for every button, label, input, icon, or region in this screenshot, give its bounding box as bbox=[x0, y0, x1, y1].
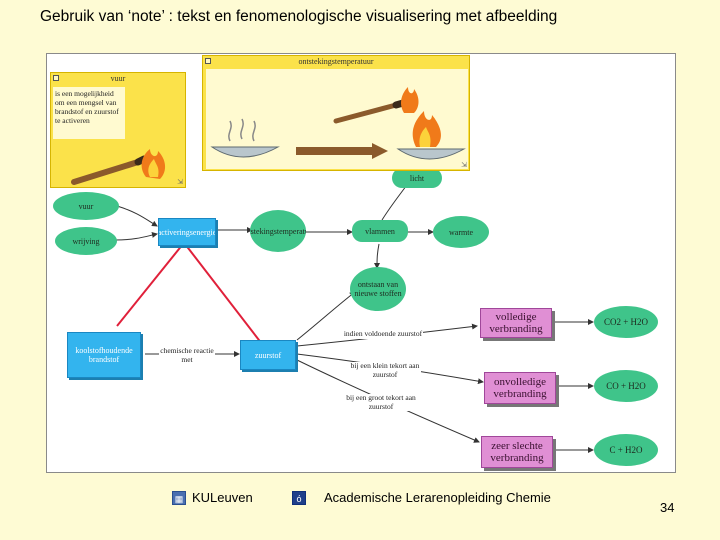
label-groot-tekort: bij een groot tekort aan zuurstof bbox=[343, 393, 419, 411]
link-wrijving-activering bbox=[114, 232, 158, 241]
note-vuur[interactable]: vuur is een mogelijkheid om een mengsel … bbox=[50, 72, 186, 188]
node-ontstekingstemperatuur[interactable]: ontstekingstemperatuur bbox=[250, 210, 306, 252]
node-co2-h2o[interactable]: CO2 + H2O bbox=[594, 306, 658, 338]
link-vlammen-stoffen bbox=[374, 243, 381, 269]
note-vuur-title: vuur bbox=[110, 74, 126, 83]
node-warmte[interactable]: warmte bbox=[433, 216, 489, 248]
node-vlammen[interactable]: vlammen bbox=[352, 220, 408, 242]
footer-university-text: KULeuven bbox=[192, 490, 253, 505]
note-ontstekingstemperatuur[interactable]: ontstekingstemperatuur ⇲ bbox=[202, 55, 470, 171]
note-vuur-text: is een mogelijkheid om een mengsel van b… bbox=[53, 87, 125, 139]
footer-program: ό Academische Lerarenopleiding Chemie bbox=[292, 490, 551, 505]
node-licht[interactable]: licht bbox=[392, 168, 442, 188]
node-c-h2o[interactable]: C + H2O bbox=[594, 434, 658, 466]
footer-university: ▦ KULeuven bbox=[172, 490, 253, 505]
match-flame-illustration bbox=[71, 149, 166, 185]
node-activeringsenergie[interactable]: activeringsenergie bbox=[158, 218, 216, 246]
footer-program-text: Academische Lerarenopleiding Chemie bbox=[324, 490, 551, 505]
link-vuur-activering bbox=[116, 205, 158, 227]
slide-title: Gebruik van ‘note’ : tekst en fenomenolo… bbox=[40, 8, 558, 25]
link-brandstof-activering bbox=[116, 243, 184, 327]
node-vuur[interactable]: vuur bbox=[53, 192, 119, 220]
node-co-h2o[interactable]: CO + H2O bbox=[594, 370, 658, 402]
link-zuurstof-activering bbox=[184, 243, 263, 345]
page-number: 34 bbox=[660, 500, 675, 515]
label-chemische-reactie: chemische reactie met bbox=[159, 346, 215, 364]
node-koolstofhoudende-brandstof[interactable]: koolstofhoudende brandstof bbox=[67, 332, 141, 378]
node-volledige-verbranding[interactable]: volledige verbranding bbox=[480, 308, 552, 338]
note-ontsteking-title: ontstekingstemperatuur bbox=[298, 57, 374, 66]
link-zuurstof-stoffen bbox=[296, 291, 356, 341]
kuleuven-logo-icon: ▦ bbox=[172, 490, 186, 505]
alo-logo-icon: ό bbox=[292, 490, 306, 505]
node-ontstaan-nieuwe-stoffen[interactable]: ontstaan van nieuwe stoffen bbox=[350, 267, 406, 311]
note-close-icon[interactable] bbox=[205, 58, 211, 64]
bowl-ignition-illustration bbox=[206, 69, 468, 169]
node-zuurstof[interactable]: zuurstof bbox=[240, 340, 296, 370]
note-resize-icon[interactable]: ⇲ bbox=[461, 162, 467, 169]
node-zeer-slechte-verbranding[interactable]: zeer slechte verbranding bbox=[481, 436, 553, 468]
label-klein-tekort: bij een klein tekort aan zuurstof bbox=[349, 361, 421, 379]
node-onvolledige-verbranding[interactable]: onvolledige verbranding bbox=[484, 372, 556, 404]
note-resize-icon[interactable]: ⇲ bbox=[177, 179, 183, 186]
note-close-icon[interactable] bbox=[53, 75, 59, 81]
label-voldoende-zuurstof: indien voldoende zuurstof bbox=[343, 329, 423, 339]
node-wrijving[interactable]: wrijving bbox=[55, 227, 117, 255]
concept-map-canvas[interactable]: vuur wrijving activeringsenergie ontstek… bbox=[46, 53, 676, 473]
